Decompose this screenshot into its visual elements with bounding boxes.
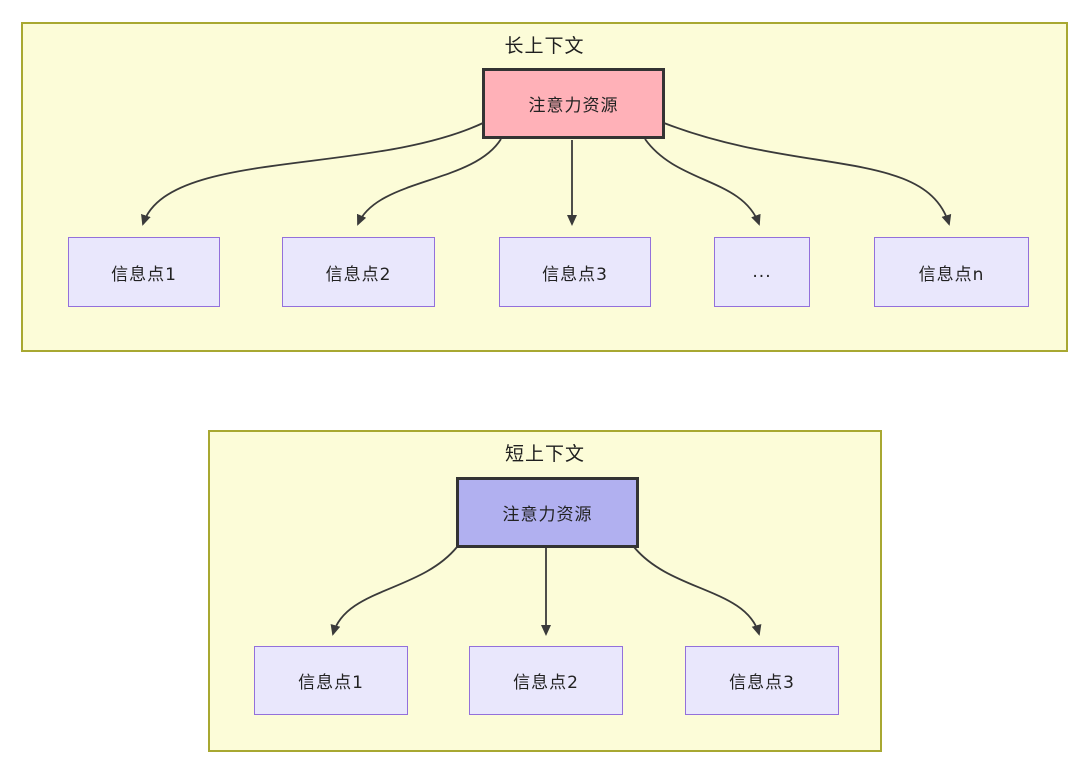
short-info-node-2: 信息点2 (469, 646, 623, 715)
short-info-node-2-label: 信息点2 (513, 673, 579, 693)
short-context-title: 短上下文 (504, 443, 585, 465)
long-context-panel: 长上下文 注意力资源 信息点1 信息点2 信息点3 ... 信息点n (21, 22, 1068, 352)
long-attention-root-label: 注意力资源 (528, 96, 619, 116)
long-info-node-ellipsis-label: ... (752, 262, 772, 282)
long-info-node-1: 信息点1 (68, 237, 220, 307)
short-info-node-1: 信息点1 (254, 646, 408, 715)
long-info-node-n-label: 信息点n (918, 264, 985, 285)
long-info-node-3: 信息点3 (499, 237, 651, 307)
long-info-node-3-label: 信息点3 (542, 264, 608, 285)
long-info-node-2: 信息点2 (282, 237, 435, 307)
short-context-panel: 短上下文 注意力资源 信息点1 信息点2 信息点3 (208, 430, 882, 752)
long-context-title: 长上下文 (504, 35, 585, 57)
short-attention-root-label: 注意力资源 (502, 505, 593, 525)
long-attention-root-node: 注意力资源 (482, 68, 665, 139)
short-info-node-1-label: 信息点1 (298, 673, 364, 693)
long-info-node-ellipsis: ... (714, 237, 810, 307)
long-info-node-n: 信息点n (874, 237, 1029, 307)
short-info-node-3-label: 信息点3 (729, 673, 795, 693)
long-info-node-1-label: 信息点1 (111, 264, 177, 285)
short-info-node-3: 信息点3 (685, 646, 839, 715)
long-info-node-2-label: 信息点2 (325, 264, 392, 285)
short-attention-root-node: 注意力资源 (456, 477, 639, 548)
